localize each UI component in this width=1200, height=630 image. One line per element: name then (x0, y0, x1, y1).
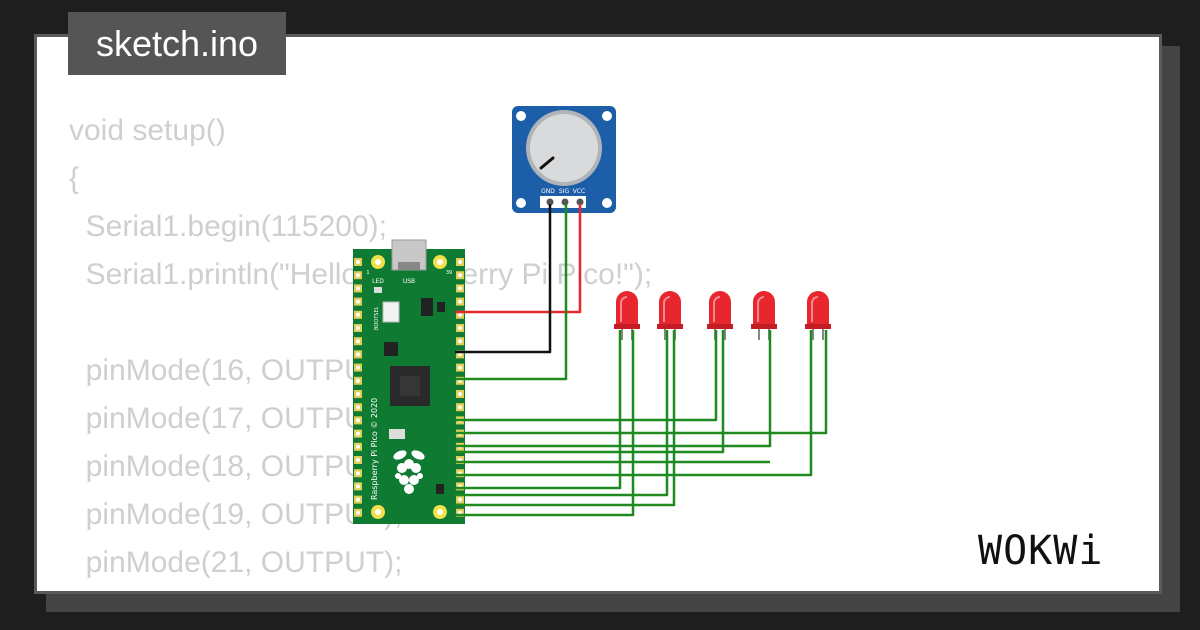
wire-led-4b (455, 330, 772, 448)
wires (455, 204, 828, 517)
header-pin-hole (356, 392, 360, 396)
header-pin-hole (356, 352, 360, 357)
header-pin-hole (356, 484, 360, 489)
code-line: Serial1.begin(115200); (69, 210, 387, 243)
red-led[interactable] (805, 291, 831, 340)
wokwi-logo: WOKWi (978, 528, 1104, 574)
raspberry-pi-pico[interactable]: LED USB 1 39 BOOTSEL Raspberry Pi Pico ©… (353, 239, 465, 524)
header-pin-hole (356, 405, 360, 410)
header-pin-hole (356, 510, 360, 515)
file-tab[interactable]: sketch.ino (68, 12, 286, 75)
pot-pin-gnd-label: GND (541, 188, 555, 195)
pot-pin-sig-label: SIG (559, 188, 570, 195)
pico-silkscreen: Raspberry Pi Pico © 2020 (370, 398, 379, 500)
header-pin-hole (356, 326, 360, 330)
wire-vcc (455, 204, 582, 314)
pin-1-label: 1 (366, 270, 369, 276)
red-led[interactable] (614, 291, 640, 340)
header-pin-hole (356, 471, 360, 476)
header-pin-hole (356, 497, 360, 502)
red-led[interactable] (751, 291, 777, 340)
wire-led-3b (455, 330, 725, 454)
wire-led-3 (455, 330, 718, 422)
header-pin-hole (356, 286, 360, 291)
header-pin-hole (356, 312, 360, 317)
wire-led-5b (455, 330, 813, 477)
led-label: LED (372, 278, 384, 285)
pin-39-label: 39 (446, 270, 452, 276)
wire-sig (455, 204, 568, 381)
raspberry-logo (393, 450, 425, 494)
header-pin-hole (458, 299, 462, 304)
header-pin-hole (458, 326, 462, 330)
header-pin-hole (458, 286, 462, 291)
header-pin-hole (458, 405, 462, 410)
led-group (614, 291, 831, 340)
header-pin-hole (458, 273, 462, 278)
header-pin-hole (356, 431, 360, 436)
header-pin-hole (356, 418, 360, 423)
red-led[interactable] (657, 291, 683, 340)
code-line: { (69, 162, 80, 195)
pot-pin-vcc-label: VCC (573, 188, 585, 195)
header-pin-hole (356, 378, 360, 383)
header-pin-hole (356, 273, 360, 278)
header-pin-hole (356, 260, 360, 264)
wire-led-1 (455, 330, 622, 490)
usb-label: USB (403, 278, 415, 285)
header-pin-hole (356, 458, 360, 462)
code-line: void setup() (69, 114, 226, 147)
wire-led-2b (455, 330, 676, 507)
header-pin-hole (356, 339, 360, 344)
wire-led-1b (455, 330, 635, 517)
potentiometer[interactable]: GND SIG VCC (512, 106, 616, 213)
header-pin-hole (356, 365, 360, 370)
wire-gnd (455, 204, 552, 354)
bootsel-button[interactable] (382, 301, 400, 323)
header-pin-hole (458, 339, 462, 344)
red-led[interactable] (707, 291, 733, 340)
header-pin-hole (356, 444, 360, 449)
header-pin-hole (458, 312, 462, 317)
header-pin-hole (458, 365, 462, 370)
code-background: void setup() { Serial1.begin(115200); Se… (69, 107, 652, 591)
wire-led-4 (455, 330, 828, 435)
code-line: pinMode(21, OUTPUT); (69, 546, 403, 579)
code-line: pinMode(16, OUTPUT); (69, 354, 403, 387)
wire-led-2 (455, 330, 669, 497)
bootsel-label: BOOTSEL (374, 306, 380, 330)
header-pin-hole (356, 299, 360, 304)
header-pin-hole (458, 352, 462, 357)
pot-knob[interactable] (530, 114, 598, 182)
header-pin-hole (458, 497, 462, 502)
header-pin-hole (458, 392, 462, 396)
header-pin-hole (458, 260, 462, 264)
